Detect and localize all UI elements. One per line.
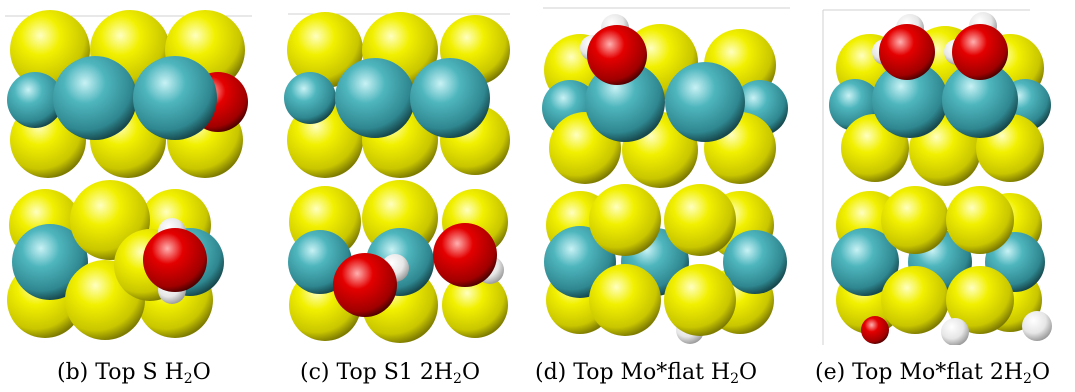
panel-c-top-view: [284, 12, 510, 178]
panel-d-top-view: [542, 14, 788, 188]
panel-d-bottom-view: [544, 184, 787, 344]
panel-e-image: [822, 9, 1052, 345]
panel-e-caption: (e) Top Mo*flat 2H2O: [815, 360, 1051, 387]
panel-c: (c) Top S1 2H2O: [280, 0, 520, 392]
panel-d: (d) Top Mo*flat H2O: [535, 0, 810, 392]
panel-c-bottom-view: [288, 180, 508, 343]
panel-e: (e) Top Mo*flat 2H2O: [815, 0, 1075, 392]
panel-b-top-view: [7, 10, 248, 178]
panel-d-caption: (d) Top Mo*flat H2O: [535, 360, 758, 387]
panel-b-caption: (b) Top S H2O: [57, 360, 211, 387]
panel-c-caption: (c) Top S1 2H2O: [300, 360, 480, 387]
panel-e-bottom-view: [831, 186, 1052, 345]
panel-b-bottom-view: [7, 180, 224, 340]
panel-d-image: [542, 7, 790, 344]
panel-c-image: [284, 12, 510, 343]
panel-b-image: [5, 10, 252, 340]
panel-b: (b) Top S H2O: [0, 0, 265, 392]
panel-e-top-view: [829, 12, 1051, 186]
